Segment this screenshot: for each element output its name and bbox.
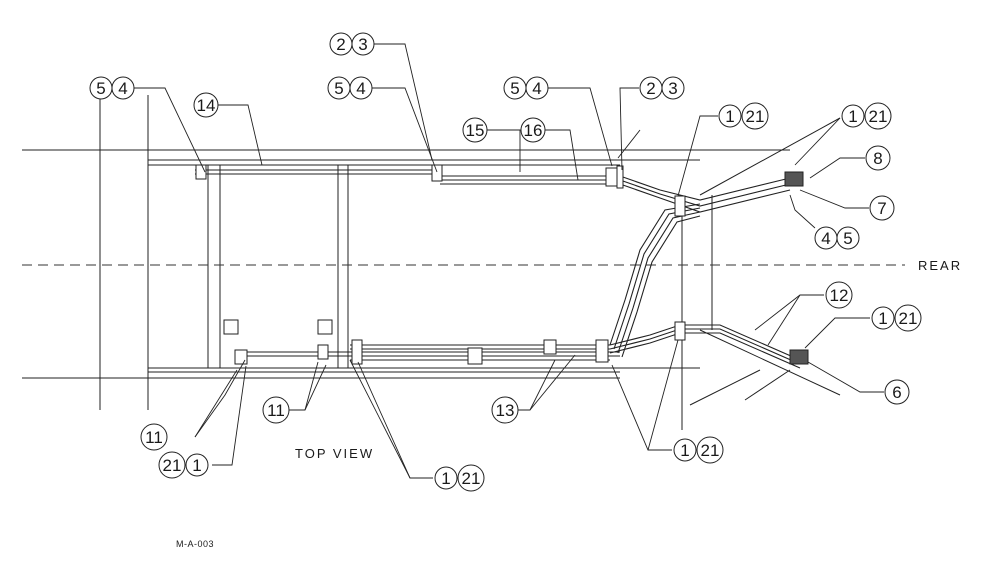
callout-11: 11 <box>140 423 168 451</box>
svg-text:3: 3 <box>668 79 677 98</box>
fitting <box>234 349 248 365</box>
svg-text:5: 5 <box>843 229 852 248</box>
svg-text:1: 1 <box>680 441 689 460</box>
callout-2-3: 2 3 <box>329 32 375 56</box>
callout-1-21: 1 21 <box>673 436 724 464</box>
top-view-label: TOP VIEW <box>295 446 374 461</box>
rear-label: REAR <box>918 258 962 273</box>
svg-text:1: 1 <box>878 309 887 328</box>
svg-text:21: 21 <box>163 456 182 475</box>
callout-15: 15 <box>462 117 488 143</box>
svg-text:21: 21 <box>746 107 765 126</box>
callout-14: 14 <box>193 92 219 118</box>
svg-text:4: 4 <box>532 79 541 98</box>
svg-text:16: 16 <box>524 121 543 140</box>
svg-text:3: 3 <box>358 35 367 54</box>
svg-text:14: 14 <box>197 96 216 115</box>
fitting <box>431 164 443 182</box>
svg-text:1: 1 <box>725 107 734 126</box>
callouts: 5 4 14 2 3 5 4 15 16 5 <box>89 32 922 492</box>
frame-structure <box>22 95 841 430</box>
svg-text:4: 4 <box>356 79 365 98</box>
svg-text:2: 2 <box>336 35 345 54</box>
callout-13: 13 <box>491 396 519 424</box>
callout-2-3: 2 3 <box>639 76 685 100</box>
svg-text:8: 8 <box>873 149 882 168</box>
svg-text:1: 1 <box>441 469 450 488</box>
callout-16: 16 <box>520 117 546 143</box>
svg-text:11: 11 <box>145 428 163 447</box>
svg-text:2: 2 <box>646 79 655 98</box>
fitting <box>674 321 686 341</box>
svg-text:4: 4 <box>118 79 127 98</box>
callout-6: 6 <box>884 379 910 405</box>
fitting <box>605 167 619 187</box>
svg-text:13: 13 <box>496 401 515 420</box>
callout-5-4: 5 4 <box>89 76 135 100</box>
callout-1-21: 1 21 <box>434 464 485 492</box>
fitting <box>195 164 207 180</box>
callout-1-21: 1 21 <box>841 102 892 130</box>
fitting <box>616 165 624 189</box>
fitting <box>784 171 804 187</box>
svg-text:4: 4 <box>821 229 830 248</box>
callout-5-4: 5 4 <box>503 76 549 100</box>
svg-text:5: 5 <box>96 79 105 98</box>
drawing-code: M-A-003 <box>176 539 214 549</box>
callout-7: 7 <box>869 195 895 221</box>
svg-text:1: 1 <box>848 107 857 126</box>
svg-text:21: 21 <box>899 309 918 328</box>
callout-1-21: 1 21 <box>871 304 922 332</box>
fitting <box>351 339 363 365</box>
fitting <box>467 347 483 365</box>
svg-text:5: 5 <box>510 79 519 98</box>
svg-text:15: 15 <box>466 121 485 140</box>
svg-text:11: 11 <box>267 401 285 420</box>
svg-text:7: 7 <box>877 199 886 218</box>
callout-5-4: 5 4 <box>327 76 373 100</box>
fitting <box>543 339 557 355</box>
callout-11: 11 <box>262 396 290 424</box>
svg-text:21: 21 <box>462 469 481 488</box>
callout-4-5: 4 5 <box>814 226 860 250</box>
callout-12: 12 <box>825 281 853 309</box>
leader-lines <box>125 43 884 479</box>
fitting <box>595 339 609 363</box>
fitting <box>674 195 686 217</box>
svg-text:21: 21 <box>869 107 888 126</box>
fitting <box>789 349 809 365</box>
fittings <box>195 164 809 365</box>
svg-text:21: 21 <box>701 441 720 460</box>
callout-1-21: 1 21 <box>718 102 769 130</box>
fitting <box>317 344 329 360</box>
callout-8: 8 <box>865 145 891 171</box>
hose-lines <box>195 169 801 369</box>
svg-text:12: 12 <box>830 286 849 305</box>
bracket <box>317 319 333 335</box>
svg-text:5: 5 <box>334 79 343 98</box>
svg-text:6: 6 <box>892 383 901 402</box>
callout-21-1: 21 1 <box>158 451 209 479</box>
bracket <box>223 319 239 335</box>
svg-text:1: 1 <box>192 456 201 475</box>
